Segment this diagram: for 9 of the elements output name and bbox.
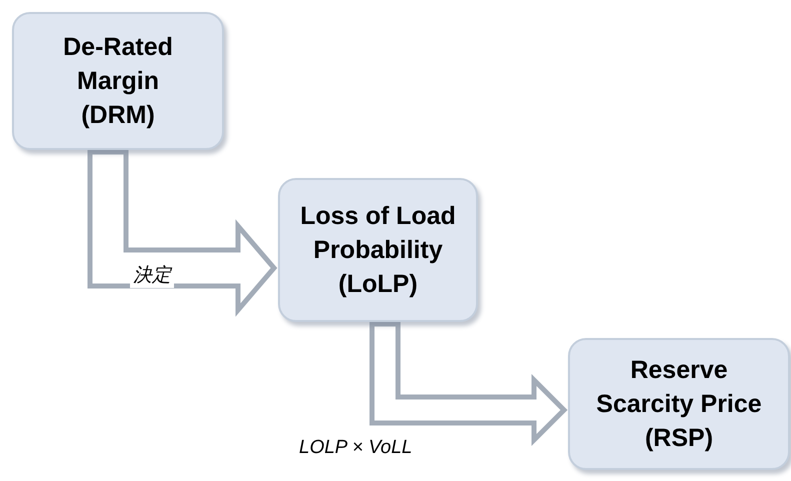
process-box [12, 12, 224, 150]
edge-label: 決定 [130, 262, 174, 288]
box-label: Reserve Scarcity Price (RSP) [595, 355, 763, 454]
block-arrow [88, 150, 278, 317]
box-label: Loss of Load Probability (LoLP) [299, 201, 457, 300]
process-box [278, 178, 478, 322]
process-box [568, 338, 790, 470]
box-label: De-Rated Margin (DRM) [62, 32, 174, 131]
block-arrow [370, 322, 568, 446]
